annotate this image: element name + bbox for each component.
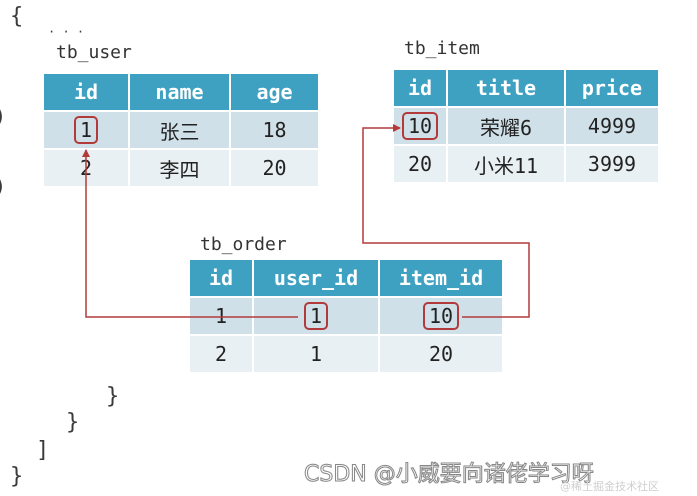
- table-row: 2 1 20: [188, 334, 504, 374]
- column-header: id: [42, 72, 130, 112]
- table-cell: 18: [229, 110, 320, 150]
- table-cell: 20: [392, 144, 448, 184]
- code-left-paren-2: ): [0, 176, 6, 196]
- user-id-link-arrow: [82, 149, 298, 318]
- table-cell: 1: [188, 296, 254, 336]
- table-header-row: id user_id item_id: [188, 258, 504, 298]
- table-cell: 荣耀6: [446, 106, 566, 146]
- code-close-brace-1: }: [106, 384, 120, 409]
- table-header-row: id name age: [42, 72, 320, 112]
- highlighted-item-id: 10: [401, 112, 439, 140]
- table-cell: 3999: [564, 144, 660, 184]
- watermark-text: CSDN @小威要向诸佬学习呀: [304, 462, 595, 488]
- item-id-link-arrow: [362, 124, 530, 318]
- tb-order-caption: tb_order: [200, 234, 287, 255]
- table-row: 1 1 10: [188, 296, 504, 336]
- code-open-brace: {: [10, 4, 24, 29]
- code-partial-dots: · · ·: [48, 25, 85, 39]
- column-header: user_id: [252, 258, 380, 298]
- column-header: name: [128, 72, 231, 112]
- table-row: 10 荣耀6 4999: [392, 106, 660, 146]
- table-cell: 1: [252, 334, 380, 374]
- table-cell: 1: [42, 110, 130, 150]
- tb-order-table: id user_id item_id 1 1 10 2 1 20: [188, 258, 504, 374]
- column-header: id: [188, 258, 254, 298]
- table-row: 20 小米11 3999: [392, 144, 660, 184]
- table-header-row: id title price: [392, 68, 660, 108]
- tb-item-caption: tb_item: [404, 38, 480, 59]
- table-cell: 李四: [128, 148, 231, 188]
- table-cell: 2: [188, 334, 254, 374]
- code-left-paren-1: ): [0, 106, 6, 126]
- column-header: price: [564, 68, 660, 108]
- column-header: item_id: [378, 258, 504, 298]
- table-row: 1 张三 18: [42, 110, 320, 150]
- table-cell: 10: [378, 296, 504, 336]
- tb-item-table: id title price 10 荣耀6 4999 20 小米11 3999: [392, 68, 660, 184]
- highlighted-order-user-id: 1: [303, 302, 329, 330]
- highlighted-order-item-id: 10: [422, 302, 460, 330]
- table-cell: 20: [229, 148, 320, 188]
- table-cell: 4999: [564, 106, 660, 146]
- highlighted-user-id: 1: [73, 116, 99, 144]
- column-header: age: [229, 72, 320, 112]
- code-close-brace-3: }: [10, 464, 24, 489]
- code-close-bracket: ]: [36, 438, 50, 463]
- tb-user-caption: tb_user: [56, 42, 132, 63]
- table-cell: 20: [378, 334, 504, 374]
- column-header: id: [392, 68, 448, 108]
- table-cell: 张三: [128, 110, 231, 150]
- table-cell: 1: [252, 296, 380, 336]
- column-header: title: [446, 68, 566, 108]
- watermark-sub-text: @稀土掘金技术社区: [560, 480, 659, 493]
- table-cell: 10: [392, 106, 448, 146]
- code-close-brace-2: }: [66, 410, 80, 435]
- table-cell: 小米11: [446, 144, 566, 184]
